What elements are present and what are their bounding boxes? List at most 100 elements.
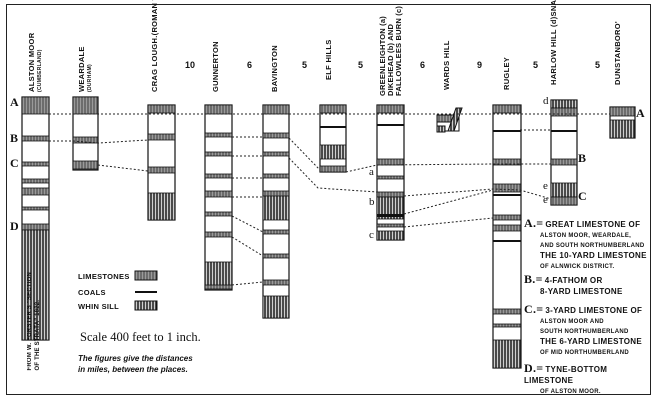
legend-coal-swatch bbox=[135, 291, 157, 293]
column-bavington bbox=[262, 104, 290, 319]
limestone-bed bbox=[72, 136, 99, 144]
limestone-bed bbox=[72, 96, 99, 115]
correlation-line bbox=[231, 281, 264, 286]
column-body bbox=[492, 104, 522, 369]
coal-seam bbox=[493, 194, 521, 196]
legend-whin-sill-label: WHIN SILL bbox=[78, 302, 120, 311]
distance-label: 5 bbox=[358, 60, 364, 70]
whin-sill-bed bbox=[550, 99, 578, 109]
bed-letter-b-left: B bbox=[10, 131, 19, 145]
column-gunnerton bbox=[204, 104, 233, 291]
bed-letter-e-small: e bbox=[543, 180, 548, 192]
limestone-bed bbox=[204, 190, 233, 198]
limestone-bed bbox=[204, 132, 233, 138]
limestone-bed bbox=[262, 173, 290, 179]
distance-label: 9 bbox=[477, 60, 483, 70]
limestone-bed bbox=[492, 158, 522, 166]
limestone-bed bbox=[204, 151, 233, 157]
limestone-bed bbox=[376, 175, 405, 180]
limestone-bed bbox=[376, 158, 405, 166]
coal-seam bbox=[377, 124, 404, 126]
limestone-bed bbox=[376, 104, 405, 114]
key-b: B.= 4-FATHOM OR 8-YARD LIMESTONE bbox=[524, 272, 623, 296]
distance-label: 5 bbox=[595, 60, 601, 70]
bed-letter-c-left: C bbox=[10, 156, 19, 170]
limestone-bed bbox=[319, 104, 347, 114]
correlation-line bbox=[231, 215, 264, 233]
bed-letter-c-right: C bbox=[578, 189, 587, 203]
limestone-bed bbox=[21, 178, 50, 184]
whin-sill-bed bbox=[492, 339, 522, 369]
legend-limestones-label: LIMESTONES bbox=[78, 272, 130, 281]
bed-letter-c-small: c bbox=[369, 229, 374, 241]
limestone-bed bbox=[21, 223, 50, 231]
limestone-bed bbox=[550, 196, 578, 206]
whin-sill-bed bbox=[204, 261, 233, 287]
distance-label: 6 bbox=[247, 60, 253, 70]
limestone-bed bbox=[204, 231, 233, 238]
bed-letter-a-small: a bbox=[369, 166, 374, 178]
whin-sill-bed bbox=[21, 229, 50, 341]
limestone-bed bbox=[147, 166, 176, 174]
limestone-bed bbox=[492, 323, 522, 328]
limestone-bed bbox=[550, 107, 578, 117]
whin-sill-bed bbox=[262, 295, 290, 319]
limestone-bed bbox=[609, 106, 636, 117]
correlation-line bbox=[97, 164, 149, 172]
bed-letter-a-right: A bbox=[636, 106, 645, 120]
correlation-line bbox=[403, 217, 494, 228]
coal-seam bbox=[377, 214, 404, 217]
legend-limestone-swatch bbox=[134, 270, 158, 281]
limestone-bed bbox=[492, 224, 522, 232]
limestone-bed bbox=[147, 104, 176, 114]
diagram-frame bbox=[6, 4, 651, 395]
limestone-bed bbox=[376, 223, 405, 228]
key-d: D.= TYNE-BOTTOM LIMESTONE OF ALSTON MOOR… bbox=[524, 361, 608, 395]
column-rugley bbox=[492, 104, 522, 369]
limestone-bed bbox=[21, 187, 50, 196]
correlation-line bbox=[403, 189, 494, 215]
limestone-bed bbox=[376, 191, 405, 198]
column-greenleighton bbox=[376, 104, 405, 241]
limestone-bed bbox=[204, 104, 233, 115]
legend-coals-label: COALS bbox=[78, 288, 106, 297]
whin-sill-bed bbox=[376, 230, 405, 241]
whin-sill-bed bbox=[609, 119, 636, 139]
bed-letter-b-small: b bbox=[369, 196, 375, 208]
whin-sill-bed bbox=[319, 144, 347, 160]
bed-letter-d-left: D bbox=[10, 219, 19, 233]
limestone-bed bbox=[319, 165, 347, 173]
limestone-bed bbox=[21, 161, 50, 167]
legend-whin-swatch bbox=[134, 300, 158, 311]
limestone-bed bbox=[204, 173, 233, 179]
column-elf-hills bbox=[319, 104, 347, 173]
correlation-line bbox=[403, 188, 552, 200]
distance-label: 10 bbox=[185, 60, 196, 70]
distance-label: 5 bbox=[533, 60, 539, 70]
limestone-bed bbox=[492, 308, 522, 315]
column-body bbox=[319, 104, 347, 173]
coal-seam bbox=[493, 240, 521, 242]
whin-sill-bed bbox=[376, 196, 405, 220]
column-dunstanboro bbox=[609, 106, 636, 139]
distance-label: 5 bbox=[302, 60, 308, 70]
column-harlow-hill bbox=[550, 99, 578, 206]
whin-sill-bed bbox=[262, 195, 290, 221]
scale-text: Scale 400 feet to 1 inch. bbox=[80, 330, 201, 344]
limestone-bed bbox=[492, 214, 522, 221]
coal-seam bbox=[320, 126, 346, 128]
coal-seam bbox=[551, 130, 577, 132]
column-wards-hill bbox=[436, 107, 463, 133]
limestone-bed bbox=[147, 133, 176, 141]
correlation-line bbox=[231, 236, 264, 257]
limestone-bed bbox=[492, 183, 522, 193]
limestone-bed bbox=[262, 132, 290, 139]
limestone-bed bbox=[436, 114, 452, 123]
limestone-bed bbox=[492, 104, 522, 114]
limestone-bed bbox=[21, 206, 50, 211]
whin-sill-bed bbox=[147, 192, 176, 221]
legend-swatches bbox=[134, 270, 158, 311]
